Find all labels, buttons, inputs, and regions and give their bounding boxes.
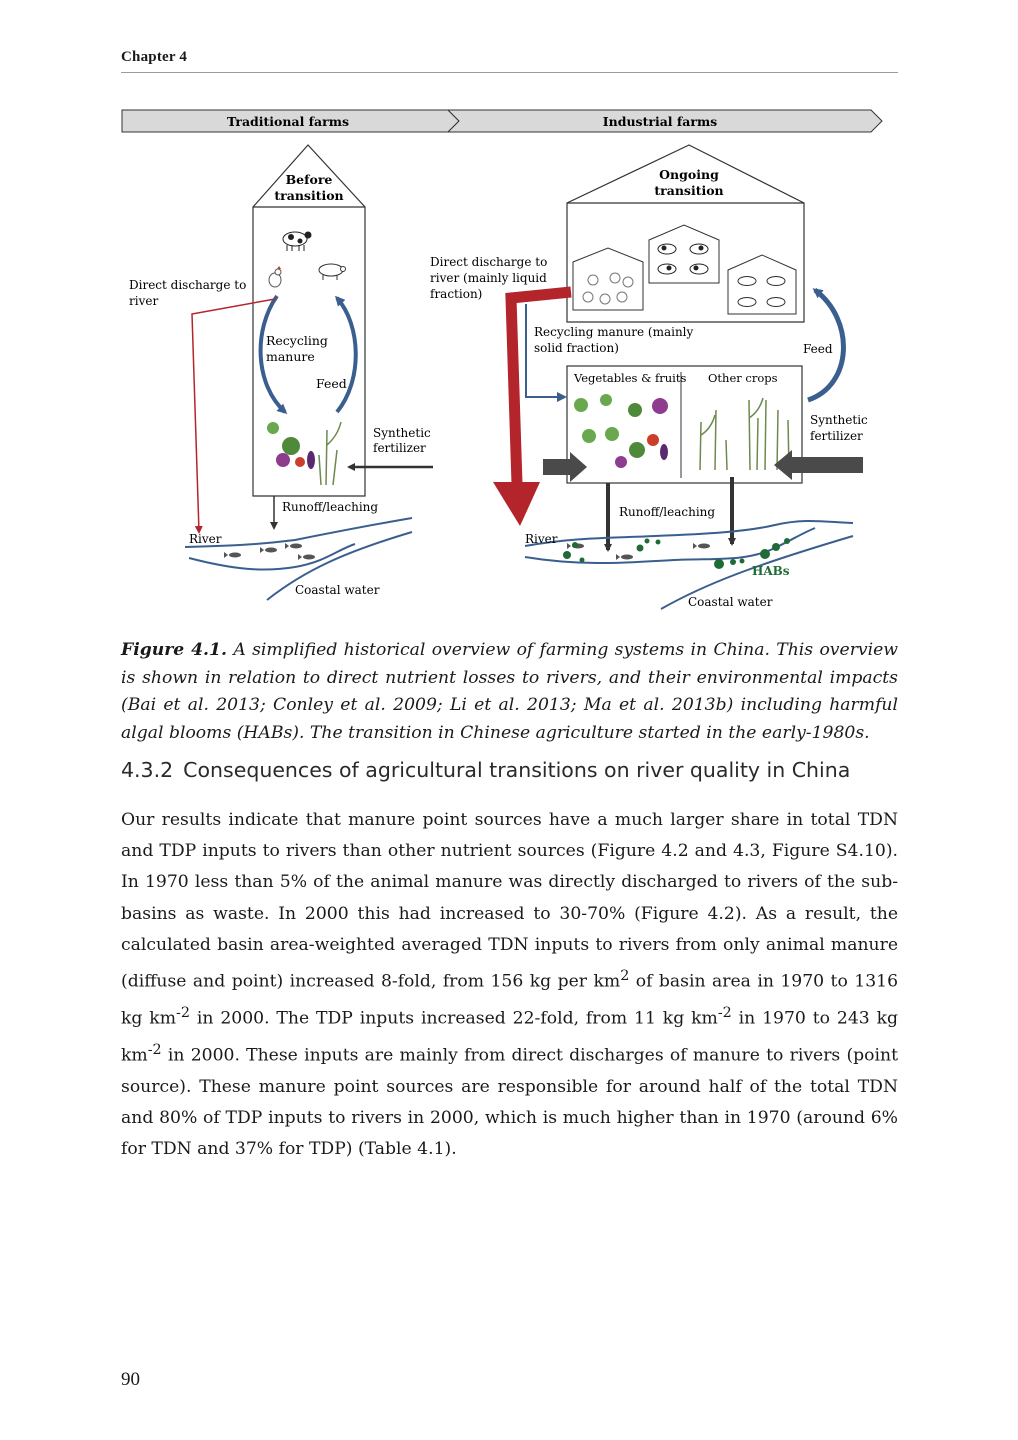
figure-4-1: Traditional farms Industrial farms Befor…: [115, 100, 895, 620]
banner-traditional-label: Traditional farms: [227, 114, 349, 129]
fish-icon: [224, 552, 241, 558]
right-direct-label-3: fraction): [430, 287, 482, 301]
section-number: 4.3.2: [121, 758, 174, 782]
left-feed-label: Feed: [316, 376, 347, 391]
body-text-3: in 2000. The TDP inputs increased 22-fol…: [190, 1008, 718, 1029]
right-synthetic-label-2: fertilizer: [810, 429, 863, 443]
figure-caption: Figure 4.1. A simplified historical over…: [121, 637, 898, 747]
fish-icon: [616, 554, 633, 560]
traditional-farm: Before transition Recycling manure Fee: [252, 144, 366, 497]
body-text-1: Our results indicate that manure point s…: [121, 810, 898, 992]
left-runoff-label: Runoff/leaching: [282, 500, 378, 514]
left-synthetic-label-2: fertilizer: [373, 441, 426, 455]
right-feed-label: Feed: [803, 342, 833, 356]
caption-label: Figure 4.1.: [121, 640, 227, 660]
running-header: Chapter 4: [121, 46, 898, 73]
banner-industrial-label: Industrial farms: [603, 114, 717, 129]
left-river-label: River: [189, 532, 222, 546]
right-feed-arrow: [807, 288, 846, 403]
pig-shed-icon: [727, 254, 797, 315]
algae-dots: [563, 538, 790, 569]
chicken-icon: [268, 266, 282, 288]
other-crops-label: Other crops: [708, 371, 778, 385]
left-feed-arrow: [335, 295, 358, 414]
fish-icon: [285, 543, 302, 549]
page-number: 90: [121, 1369, 140, 1390]
crops-box: [566, 365, 803, 484]
superscript: -2: [176, 1004, 190, 1021]
before-label-1: Before: [286, 172, 333, 187]
left-direct-label-1: Direct discharge to: [129, 278, 246, 292]
fish-icon: [693, 543, 710, 549]
body-paragraph: Our results indicate that manure point s…: [121, 805, 898, 1165]
ongoing-label-1: Ongoing: [659, 167, 719, 182]
section-heading: 4.3.2 Consequences of agricultural transi…: [121, 758, 898, 782]
left-river: River Coastal water: [184, 517, 413, 601]
banner-industrial: [446, 109, 883, 133]
right-runoff-label: Runoff/leaching: [619, 505, 715, 519]
industrial-house-outline: [566, 144, 805, 323]
superscript: -2: [717, 1004, 732, 1021]
right-synthetic-arrow-right: [774, 450, 863, 480]
cow-shed-icon: [648, 224, 720, 284]
before-label-2: transition: [274, 188, 343, 203]
superscript: 2: [620, 968, 630, 985]
chapter-label: Chapter 4: [121, 49, 188, 65]
section-title: Consequences of agricultural transitions…: [183, 758, 851, 782]
right-coastal-label: Coastal water: [688, 595, 773, 609]
right-recycling-label-2: solid fraction): [534, 341, 619, 355]
left-synthetic-label-1: Synthetic: [373, 426, 431, 440]
fish-icon: [298, 554, 315, 560]
crop-stalk-icon: [318, 421, 342, 486]
left-recycling-label-1: Recycling: [266, 333, 328, 348]
pig-icon: [318, 263, 346, 280]
banner: Traditional farms Industrial farms: [121, 109, 883, 133]
cow-icon: [282, 231, 312, 251]
right-synthetic-arrow-left: [543, 452, 587, 482]
right-direct-label-2: river (mainly liquid: [430, 271, 547, 285]
left-coastal-label: Coastal water: [295, 583, 380, 597]
right-synthetic-label-1: Synthetic: [810, 413, 868, 427]
chicken-shed-icon: [572, 247, 644, 311]
body-text-2: of basin area in 1970 to 1316 kg km: [121, 971, 899, 1029]
body-text-4: in 1970 to 243 kg km: [121, 1008, 899, 1066]
ongoing-label-2: transition: [654, 183, 723, 198]
left-direct-label-2: river: [129, 294, 158, 308]
left-recycling-arrow: [258, 294, 288, 415]
body-text-5: in 2000. These inputs are mainly from di…: [121, 1045, 898, 1160]
left-direct-discharge-arrow: [191, 298, 276, 534]
vegetables-icon: [267, 422, 315, 469]
right-direct-label-1: Direct discharge to: [430, 255, 547, 269]
left-recycling-label-2: manure: [266, 349, 315, 364]
superscript: -2: [147, 1041, 162, 1058]
habs-label: HABs: [752, 564, 790, 578]
caption-text: A simplified historical overview of farm…: [121, 640, 898, 743]
veg-label: Vegetables & fruits: [573, 371, 686, 385]
right-direct-discharge-arrow: [493, 286, 572, 526]
other-crops-icon: [699, 397, 790, 471]
right-recycling-label-1: Recycling manure (mainly: [534, 325, 694, 339]
vegetables-fruits-icon: [574, 394, 668, 468]
traditional-house-outline: [252, 144, 366, 497]
right-river-label: River: [525, 532, 558, 546]
industrial-farm: Ongoing transition Vegetables & fruits O…: [566, 144, 805, 484]
fish-icon: [260, 547, 277, 553]
right-river: River HABs Coastal water: [524, 519, 854, 610]
right-recycling-arrow: [525, 304, 567, 402]
